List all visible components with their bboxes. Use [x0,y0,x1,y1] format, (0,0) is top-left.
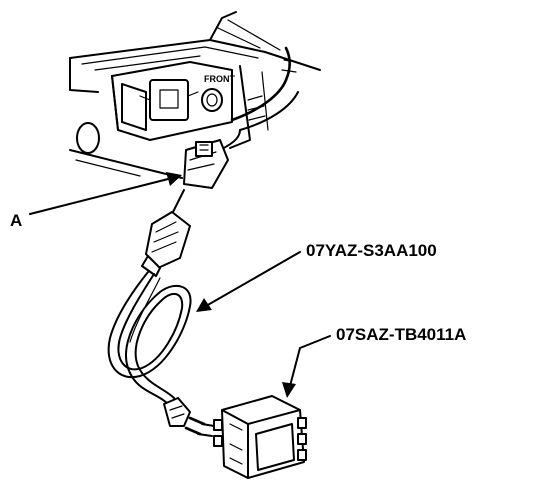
module-part-number: 07SAZ-TB4011A [336,325,466,344]
callout-cable-leader [196,251,301,312]
adapter-cable [107,271,192,405]
connector-a [183,139,229,189]
callout-module-leader [282,335,331,398]
adapter-plug [141,189,191,277]
callout-a-leader [29,172,182,215]
module-plug [163,397,215,437]
bracket-marking: FRONT [204,74,235,84]
callout-a-label: A [10,211,22,230]
module-box [213,395,307,479]
vehicle-harness [219,46,299,151]
cable-part-number: 07YAZ-S3AA100 [306,241,437,260]
mounting-bracket: FRONT [111,61,235,141]
